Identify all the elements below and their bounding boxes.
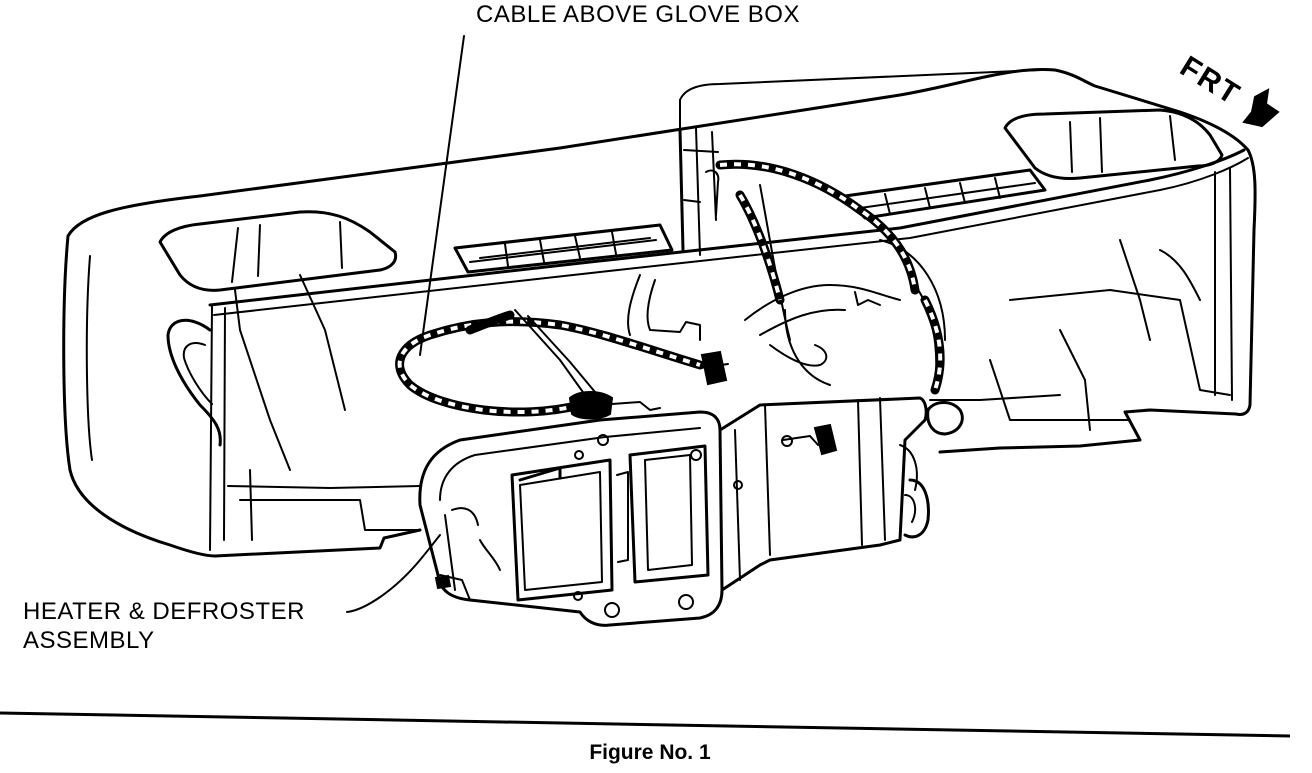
figure-caption: Figure No. 1 bbox=[589, 741, 711, 764]
center-left-air-outlet bbox=[453, 223, 674, 274]
assembly-label-line2: ASSEMBLY bbox=[23, 627, 155, 654]
cable-connector-clip bbox=[568, 350, 729, 420]
callout-leaders bbox=[346, 35, 465, 613]
cable-leader-line bbox=[419, 35, 465, 356]
temperature-control-cable bbox=[715, 159, 945, 395]
assembly-leader-line bbox=[346, 534, 441, 613]
cable-above-glove-box bbox=[395, 309, 705, 417]
caption-rule bbox=[0, 711, 1291, 738]
arrow-down-right-icon bbox=[1242, 88, 1280, 128]
center-right-air-outlet bbox=[843, 168, 1047, 220]
instrument-panel bbox=[62, 67, 1257, 558]
cable-label: CABLE ABOVE GLOVE BOX bbox=[476, 1, 800, 28]
assembly-label-line1: HEATER & DEFROSTER bbox=[23, 598, 305, 625]
heater-defroster-assembly bbox=[418, 396, 964, 627]
front-label: FRT bbox=[1174, 50, 1246, 112]
